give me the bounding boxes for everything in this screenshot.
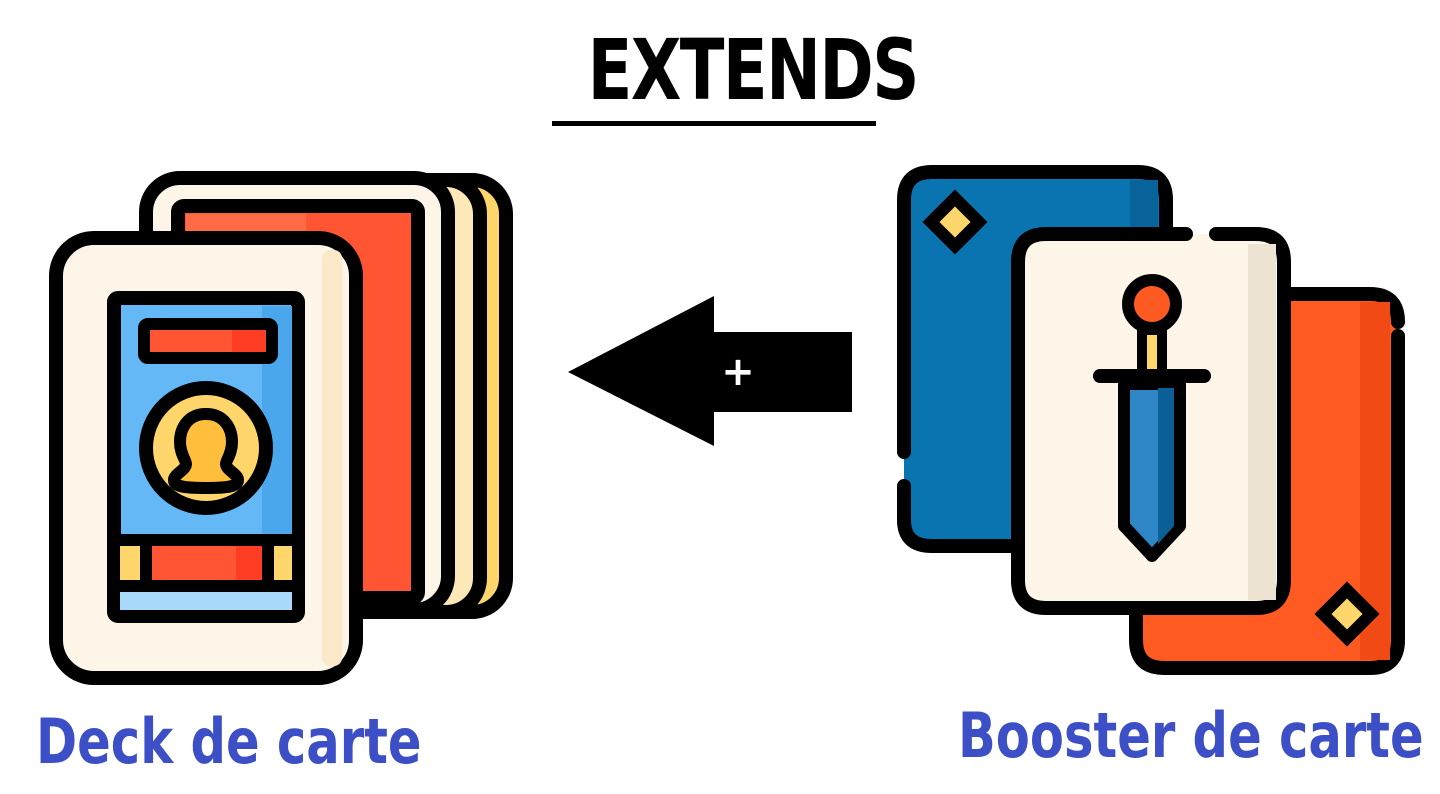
title-underline xyxy=(552,121,876,126)
booster-label: Booster de carte xyxy=(958,699,1424,772)
plus-symbol: + xyxy=(721,349,755,395)
card-deck-icon xyxy=(49,171,513,685)
card-booster-icon xyxy=(897,165,1405,675)
deck-label: Deck de carte xyxy=(36,705,422,778)
extends-arrow xyxy=(568,296,852,446)
